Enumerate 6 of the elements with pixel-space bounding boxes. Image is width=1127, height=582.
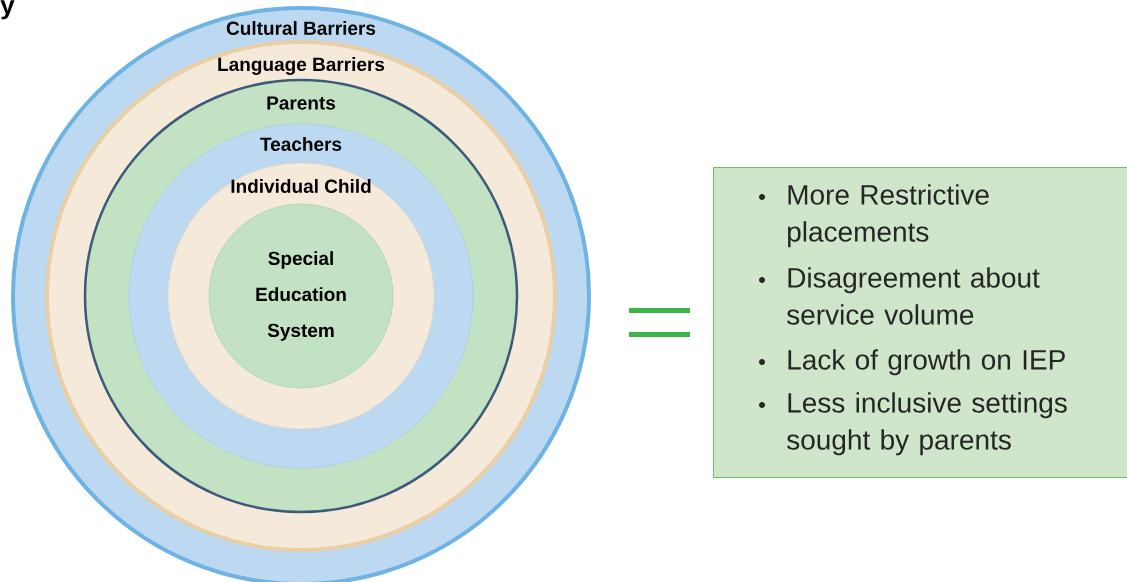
bullet-item: More Restrictive placements (788, 184, 989, 248)
bullet-item: Less inclusive settings sought by parents (787, 392, 1067, 456)
ring: Special Education System (208, 203, 394, 389)
outcome-box (713, 167, 1127, 478)
bullet-item: Disagreement about service volume (787, 267, 1040, 325)
bullet-item: Lack of growth on IEP (788, 349, 1065, 376)
